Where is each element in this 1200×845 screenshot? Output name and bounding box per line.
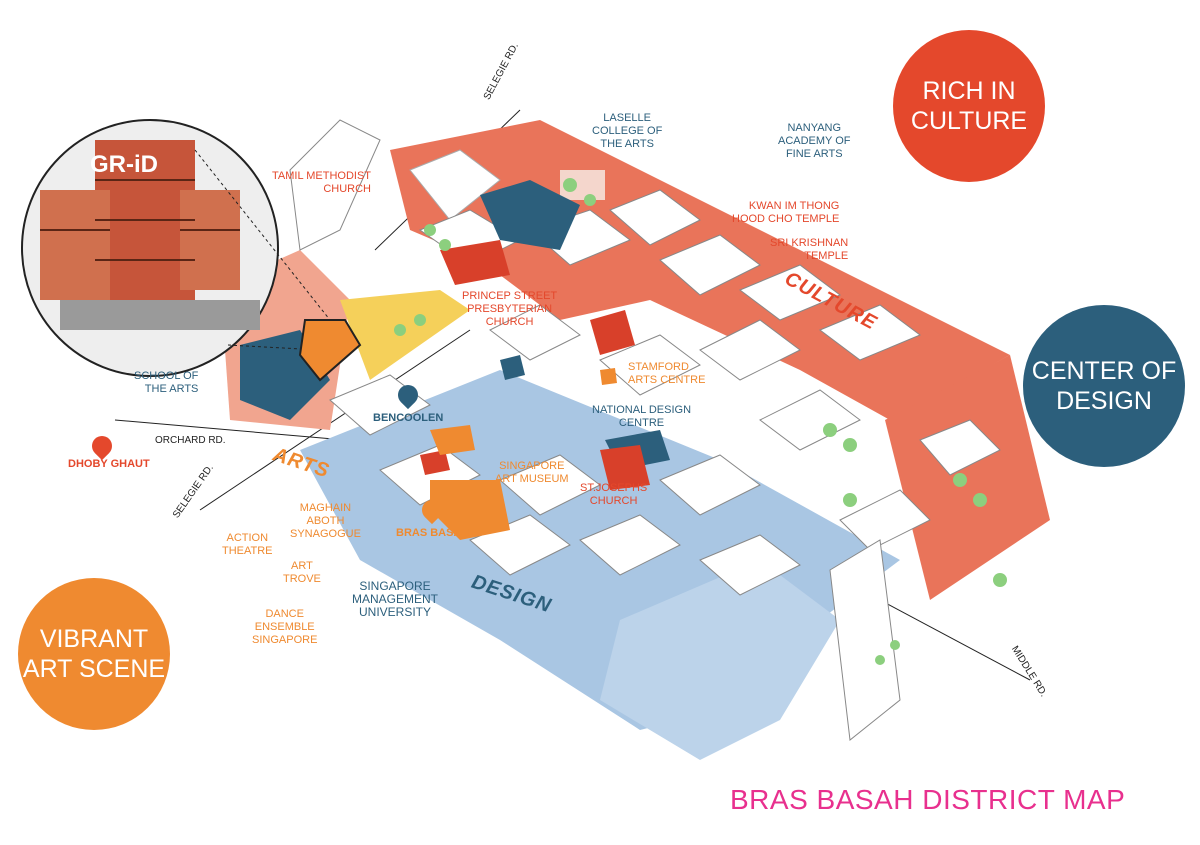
label-singapore-art-museum: SINGAPORE ART MUSEUM [495, 460, 569, 485]
label-kwan-im: KWAN IM THONG HOOD CHO TEMPLE [732, 200, 840, 225]
label-smu: SINGAPORE MANAGEMENT UNIVERSITY [352, 579, 439, 619]
map-title: BRAS BASAH DISTRICT MAP [730, 784, 1126, 815]
label-dance-ensemble: DANCE ENSEMBLE SINGAPORE [252, 608, 318, 646]
culture-highlights [420, 240, 650, 490]
station-bencoolen[interactable]: BENCOOLEN [373, 412, 444, 424]
label-maghain: MAGHAIN ABOTH SYNAGOGUE [290, 502, 361, 540]
label-sri-krishnan: SRI KRISHNAN TEMPLE [770, 237, 849, 262]
station-dhoby-ghaut[interactable]: DHOBY GHAUT [68, 458, 150, 470]
buildings [289, 119, 1001, 741]
theme-vibrant-art[interactable]: VIBRANT ART SCENE [18, 578, 170, 730]
theme-center-design[interactable]: CENTER OF DESIGN [1023, 305, 1185, 467]
theme-rich-culture[interactable]: RICH IN CULTURE [893, 30, 1045, 182]
label-action-theatre: ACTION THEATRE [222, 532, 273, 557]
label-stamford: STAMFORD ARTS CENTRE [628, 361, 706, 386]
grid-sign: GR-iD [90, 151, 158, 178]
label-princep: PRINCEP STREET PRESBYTERIAN CHURCH [462, 290, 558, 328]
label-st-josephs: ST.JOSEPHS CHURCH [580, 482, 648, 507]
arts-highlights [430, 368, 617, 540]
label-nanyang: NANYANG ACADEMY OF FINE ARTS [778, 122, 851, 160]
grid-building-marker [298, 319, 362, 382]
label-school-arts: SCHOOL OF THE ARTS [134, 370, 199, 395]
station-bras-basah[interactable]: BRAS BASAH [396, 527, 470, 539]
design-highlights [240, 180, 670, 470]
label-laselle: LASELLE COLLEGE OF THE ARTS [592, 112, 663, 150]
label-art-trove: ART TROVE [283, 560, 321, 585]
label-national-design: NATIONAL DESIGN CENTRE [592, 404, 692, 429]
greenery [394, 178, 1007, 665]
inset-illustration: GR-iD [21, 119, 331, 377]
label-tamil: TAMIL METHODIST CHURCH [272, 170, 371, 195]
road-orchard: ORCHARD RD. [155, 435, 226, 446]
